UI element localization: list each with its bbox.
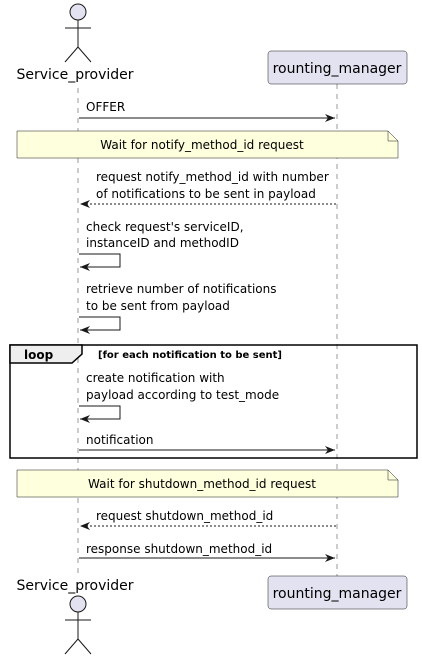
- loop-title: loop: [24, 348, 54, 362]
- participant-box: [267, 50, 408, 85]
- message-notification: notification: [79, 433, 335, 454]
- message-label: OFFER: [86, 100, 125, 114]
- participant-label-top: rounting_manager: [273, 61, 402, 77]
- message-check-request: check request's serviceID, instanceID an…: [79, 220, 244, 271]
- loop-condition: [for each notification to be sent]: [98, 350, 282, 361]
- loop-tab: [9, 344, 83, 364]
- actor-label-top: Service_provider: [16, 67, 133, 83]
- message-label-line-2: instanceID and methodID: [86, 236, 239, 250]
- actor-label-bottom: Service_provider: [16, 578, 133, 594]
- message-label-line-2: of notifications to be sent in payload: [96, 187, 316, 201]
- message-label-line-2: to be sent from payload: [86, 299, 230, 313]
- actor-figure-icon: [64, 3, 92, 63]
- message-offer: OFFER: [79, 100, 335, 122]
- participant-routing-manager-bottom: rounting_manager: [267, 575, 408, 610]
- message-response-shutdown: response shutdown_method_id: [79, 542, 335, 562]
- loop-frame: [9, 344, 418, 459]
- message-retrieve-number: retrieve number of notifications to be s…: [79, 282, 276, 334]
- note-text: Wait for notify_method_id request: [100, 138, 304, 152]
- self-arrow: [79, 253, 121, 271]
- note-shutdown: Wait for shutdown_method_id request: [16, 469, 399, 498]
- message-label-line-1: retrieve number of notifications: [86, 282, 276, 296]
- self-arrow: [79, 405, 121, 423]
- message-label: request shutdown_method_id: [96, 509, 273, 523]
- message-request-shutdown: request shutdown_method_id: [80, 509, 336, 530]
- message-request-notify: request notify_method_id with number of …: [80, 170, 336, 208]
- participant-label-bottom: rounting_manager: [273, 586, 402, 602]
- actor-figure-icon: [64, 595, 92, 655]
- self-arrow: [79, 316, 121, 334]
- message-label: notification: [86, 433, 153, 447]
- participant-box: [267, 575, 408, 610]
- note-notify: Wait for notify_method_id request: [16, 130, 399, 159]
- loop-fragment: loop [for each notification to be sent] …: [9, 344, 418, 459]
- actor-service-provider-top: Service_provider: [16, 3, 134, 83]
- message-label-line-2: payload according to test_mode: [86, 388, 279, 402]
- message-label-line-1: check request's serviceID,: [86, 220, 244, 234]
- message-create-notification: create notification with payload accordi…: [79, 371, 279, 423]
- participant-routing-manager-top: rounting_manager: [267, 50, 408, 85]
- message-label-line-1: request notify_method_id with number: [96, 170, 329, 184]
- note-text: Wait for shutdown_method_id request: [88, 477, 316, 491]
- actor-service-provider-bottom: Service_provider: [16, 578, 134, 655]
- message-label: response shutdown_method_id: [86, 542, 272, 556]
- message-label-line-1: create notification with: [86, 371, 225, 385]
